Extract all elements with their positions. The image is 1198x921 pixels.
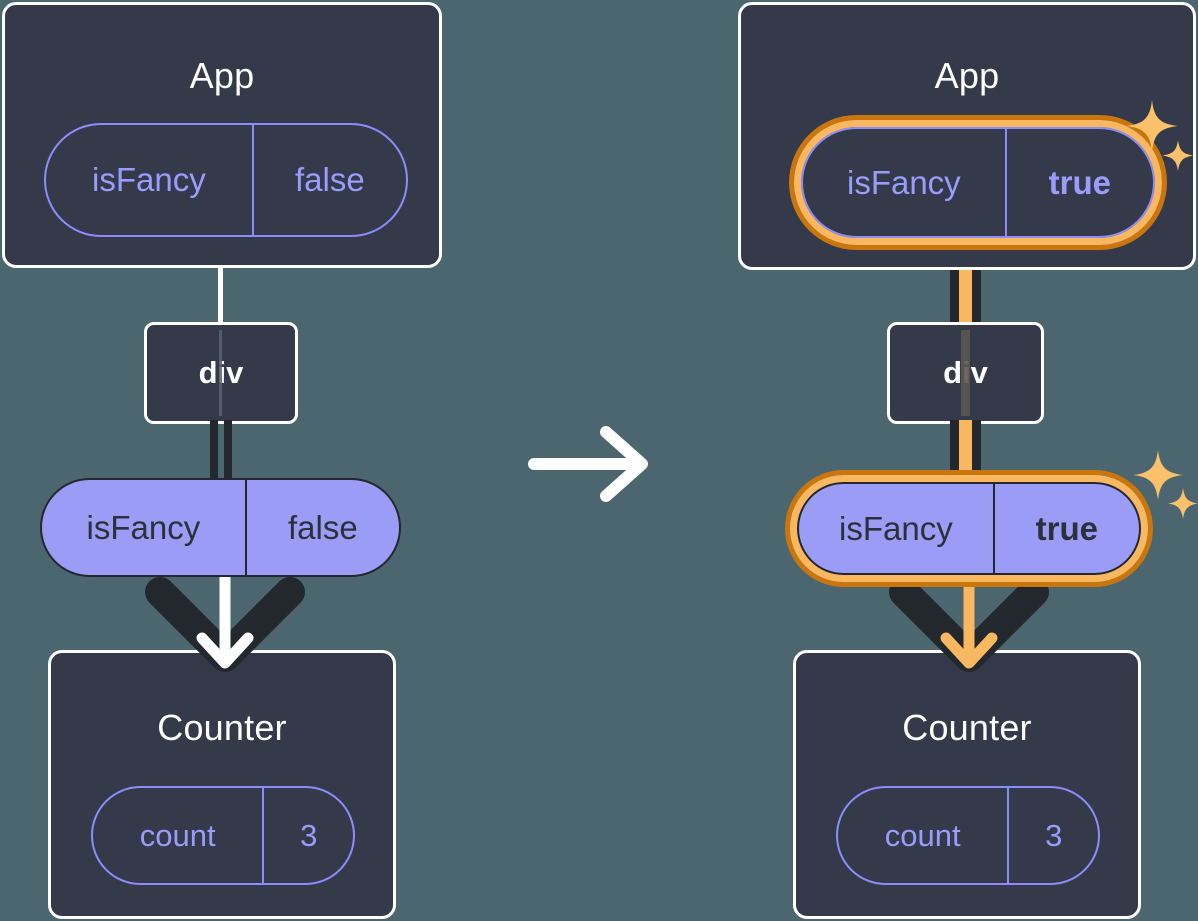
counter-card-after: Counter count 3 [793, 650, 1141, 919]
app-card-after: App isFancy true [738, 2, 1196, 270]
sparkle-icon-app [1126, 100, 1194, 171]
app-card-title: App [189, 55, 255, 96]
prop-pill-isfancy-after[interactable]: isFancy true [797, 482, 1141, 575]
connector-app-to-div [218, 250, 223, 325]
connector-div-to-prop-right [224, 420, 232, 488]
counter-card-title-after: Counter [902, 707, 1032, 748]
state-pill-isfancy-before[interactable]: isFancy false [44, 123, 408, 237]
count-pill-key-after: count [884, 817, 961, 853]
state-pill-count-before[interactable]: count 3 [91, 786, 355, 885]
prop-pill-value-after: true [992, 484, 1139, 573]
connector-div-to-prop-right-after [972, 420, 981, 488]
state-pill-value-after: true [1004, 129, 1153, 236]
app-card-title-after: App [934, 55, 1000, 96]
connector-div-to-prop-left-after [950, 420, 959, 488]
prop-pill-key-after: isFancy [839, 509, 953, 547]
count-pill-key: count [139, 817, 216, 853]
counter-card-before: Counter count 3 [48, 650, 396, 919]
app-card-before: App isFancy false [2, 2, 442, 268]
state-pill-key: isFancy [92, 161, 206, 198]
sparkle-icon-prop [1133, 450, 1198, 519]
count-pill-value-after: 3 [1007, 788, 1098, 883]
prop-pill-isfancy-before[interactable]: isFancy false [40, 478, 401, 577]
state-pill-count-after[interactable]: count 3 [836, 786, 1100, 885]
prop-pill-value: false [244, 480, 399, 575]
flow-arrow-to-counter-after [889, 570, 1049, 672]
connector-div-to-prop-orange [959, 420, 972, 488]
connector-div-to-prop-left [210, 420, 218, 488]
state-pill-key-after: isFancy [846, 163, 961, 201]
connector-ghost-through-div [219, 330, 222, 416]
counter-card-title: Counter [157, 707, 287, 748]
transition-arrow-right-icon [528, 426, 648, 502]
connector-ghost-through-div-after [961, 330, 970, 416]
state-pill-value: false [251, 125, 406, 235]
flow-arrow-to-counter-before [145, 570, 305, 672]
state-pill-isfancy-after[interactable]: isFancy true [801, 127, 1155, 238]
count-pill-value: 3 [262, 788, 353, 883]
prop-pill-key: isFancy [86, 508, 201, 546]
